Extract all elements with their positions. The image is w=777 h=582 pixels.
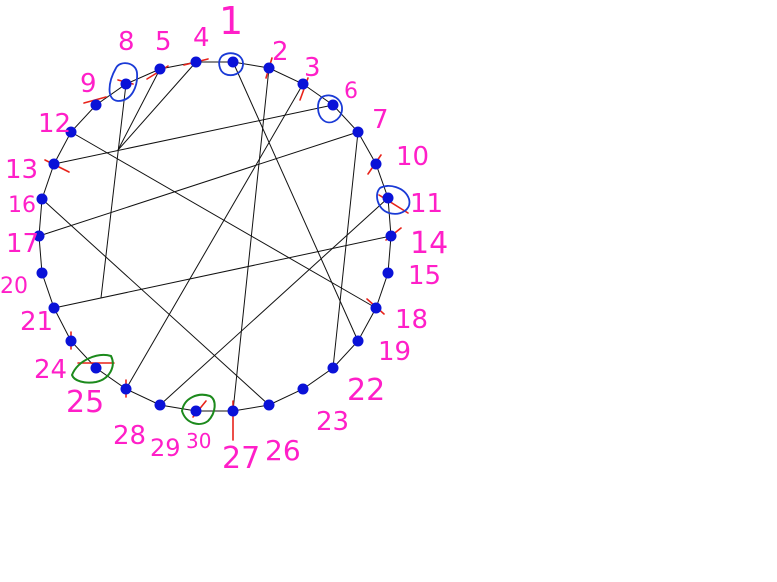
vertex [48, 158, 60, 170]
vertex-label: 11 [410, 189, 443, 219]
vertex-label: 4 [193, 23, 210, 53]
green-circle-mark [180, 393, 216, 425]
chord [159, 197, 389, 406]
chord [125, 83, 304, 390]
vertex-label: 27 [222, 441, 260, 476]
chord [70, 131, 377, 309]
vertex-label: 17 [6, 229, 39, 259]
chord [41, 198, 270, 406]
vertex [190, 405, 202, 417]
vertex [385, 230, 397, 242]
chord [38, 131, 359, 237]
blue-circle-mark [317, 94, 343, 124]
chord [232, 67, 270, 412]
vertex [65, 126, 77, 138]
vertex-label: 19 [378, 337, 411, 367]
vertex [263, 62, 275, 74]
vertex [154, 63, 166, 75]
vertex-label: 22 [347, 373, 385, 408]
vertex-label: 2 [272, 37, 289, 67]
vertex [36, 193, 48, 205]
vertex-labels: 8 5 4 1 2 3 6 7 9 12 13 10 16 11 17 14 1… [0, 0, 448, 476]
vertex-label: 30 [186, 429, 211, 453]
vertex [120, 78, 132, 90]
vertex-label: 1 [219, 0, 243, 43]
vertex-label: 18 [395, 305, 428, 335]
vertex-label: 8 [118, 27, 135, 57]
green-circle-mark [70, 354, 114, 384]
vertex-label: 7 [372, 105, 389, 135]
vertex [370, 302, 382, 314]
vertex-label: 26 [265, 434, 301, 467]
vertex [297, 78, 309, 90]
chord [100, 83, 127, 299]
vertex [297, 383, 309, 395]
vertex-label: 10 [396, 142, 429, 172]
vertex-label: 23 [316, 407, 349, 437]
blue-circle-mark [218, 52, 244, 77]
circle-marks [70, 52, 411, 425]
vertex [65, 335, 77, 347]
vertex-label: 20 [0, 274, 28, 299]
chords [38, 61, 392, 412]
vertex [327, 362, 339, 374]
vertex-label: 29 [150, 434, 181, 462]
vertex-label: 16 [8, 193, 36, 218]
vertex [36, 267, 48, 279]
vertex [190, 56, 202, 68]
vertex-label: 14 [410, 226, 448, 261]
vertex-label: 6 [344, 79, 358, 104]
vertex [90, 362, 102, 374]
chord [232, 61, 359, 342]
vertex [352, 335, 364, 347]
vertex [370, 158, 382, 170]
vertex [227, 56, 239, 68]
vertex-label: 9 [80, 69, 97, 99]
vertex [227, 405, 239, 417]
vertex-label: 5 [155, 27, 172, 57]
vertex [352, 126, 364, 138]
vertex [120, 383, 132, 395]
vertex [382, 267, 394, 279]
vertex [382, 192, 394, 204]
vertex-label: 13 [5, 155, 38, 185]
vertex-label: 15 [408, 261, 441, 291]
blue-circle-mark [376, 185, 411, 215]
vertex-label: 28 [113, 421, 146, 451]
vertex [33, 230, 45, 242]
vertex [90, 99, 102, 111]
chord [53, 104, 334, 165]
vertex-label: 12 [38, 109, 71, 139]
vertex [263, 399, 275, 411]
chord [117, 68, 161, 151]
vertex [48, 302, 60, 314]
vertex [154, 399, 166, 411]
chord [117, 61, 197, 151]
vertices [33, 56, 397, 417]
vertex-label: 21 [20, 307, 53, 337]
vertex [327, 99, 339, 111]
blue-circle-mark [108, 62, 138, 102]
vertex-label: 25 [66, 385, 104, 420]
chord [53, 235, 392, 309]
vertex-label: 3 [304, 53, 321, 83]
vertex-label: 24 [34, 355, 67, 385]
chord [332, 131, 359, 369]
